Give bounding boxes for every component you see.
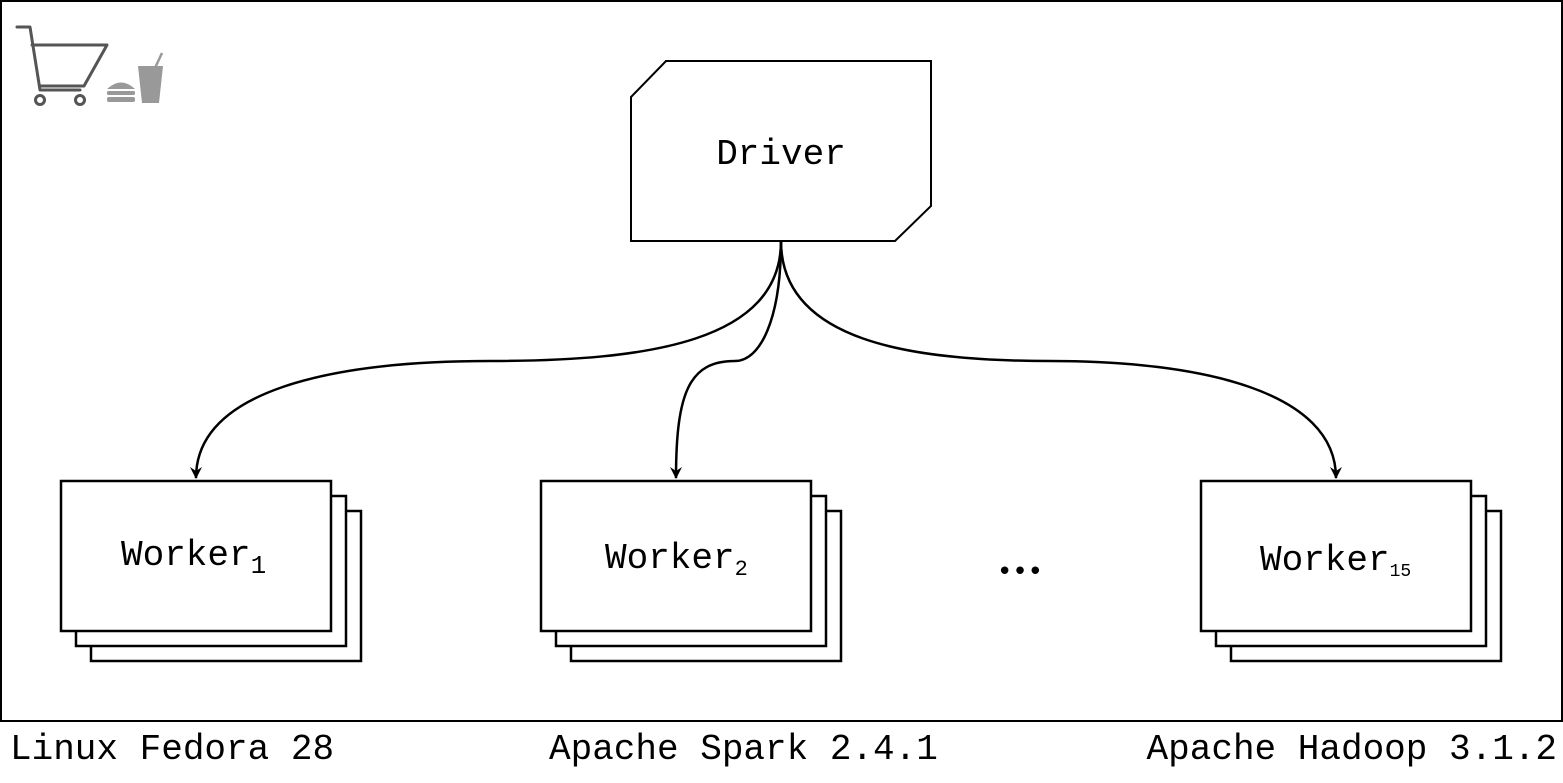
worker-1-label: Worker1 — [121, 535, 266, 581]
worker-2-label-subscript: 2 — [735, 557, 748, 582]
worker-1-stack[interactable]: Worker1 — [59, 479, 363, 663]
driver-box[interactable] — [630, 60, 932, 242]
worker-2-stack[interactable]: Worker2 — [539, 479, 843, 663]
footer-spark-label: Apache Spark 2.4.1 — [549, 729, 938, 770]
worker-1-box — [59, 479, 333, 633]
worker-15-label-subscript: 15 — [1390, 562, 1412, 582]
connector-driver-worker1 — [190, 240, 783, 479]
connectors — [190, 240, 1342, 479]
worker-2-label: Worker2 — [605, 538, 748, 582]
worker-15-stack[interactable]: Worker15 — [1199, 479, 1503, 663]
worker-15-box — [1199, 479, 1473, 633]
worker-2-label-base: Worker — [605, 538, 735, 579]
worker-15-label: Worker15 — [1260, 540, 1411, 582]
connector-driver-worker15 — [779, 240, 1342, 479]
drink-cup-icon — [138, 52, 164, 103]
footer-hadoop-label: Apache Hadoop 3.1.2 — [1146, 729, 1557, 770]
footer-os-label: Linux Fedora 28 — [10, 729, 335, 770]
ellipsis: ••• — [997, 557, 1043, 587]
worker-1-label-base: Worker — [121, 535, 251, 576]
shopping-cart-icon — [15, 25, 109, 106]
driver-label: Driver — [716, 134, 846, 175]
worker-1-label-subscript: 1 — [251, 551, 267, 581]
worker-15-label-base: Worker — [1260, 540, 1390, 581]
worker-2-box — [539, 479, 813, 633]
connector-driver-worker2 — [670, 240, 783, 479]
burger-icon — [107, 82, 135, 102]
